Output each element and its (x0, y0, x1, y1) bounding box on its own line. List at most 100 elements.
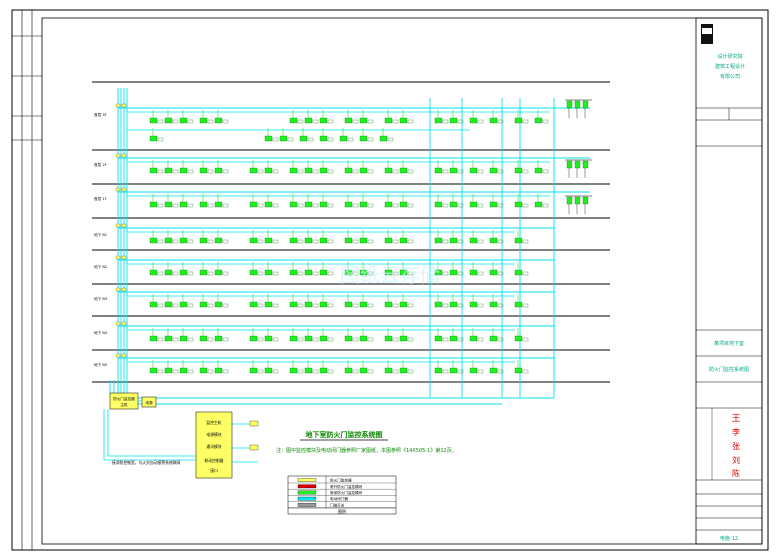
door-monitor-module (264, 360, 279, 374)
door-monitor-module (164, 110, 179, 124)
legend-text: 防火门监控器 (330, 478, 352, 483)
door-monitor-module (449, 262, 464, 276)
floor-lines (92, 81, 610, 383)
door-monitor-module (434, 230, 449, 244)
door-monitor-module (214, 110, 229, 124)
door-monitor-module (264, 328, 279, 342)
door-monitor-module (434, 110, 449, 124)
door-monitor-module (164, 360, 179, 374)
door-monitor-module (344, 160, 359, 174)
door-monitor-module (304, 230, 319, 244)
door-monitor-module (384, 262, 399, 276)
door-monitor-module (214, 328, 229, 342)
door-monitor-module (164, 230, 179, 244)
door-monitor-module (344, 230, 359, 244)
door-monitor-module (289, 262, 304, 276)
door-monitor-module (199, 160, 214, 174)
door-monitor-module (359, 230, 374, 244)
watermark: 图纸云存储 (340, 263, 440, 287)
door-monitor-module (289, 230, 304, 244)
door-monitor-module (214, 160, 229, 174)
door-monitor-module (214, 360, 229, 374)
door-monitor-module (384, 294, 399, 308)
floor-label: 首层 3F (94, 112, 107, 117)
door-monitor-module (149, 128, 164, 142)
door-monitor-module (344, 328, 359, 342)
door-monitor-module (489, 230, 504, 244)
door-monitor-module (434, 360, 449, 374)
door-monitor-module (199, 110, 214, 124)
door-monitor-module (199, 230, 214, 244)
door-monitor-module (489, 194, 504, 208)
door-monitor-module (249, 294, 264, 308)
door-monitor-module (399, 110, 414, 124)
door-monitor-module (249, 160, 264, 174)
bus-lines (109, 88, 590, 405)
door-monitor-module (449, 328, 464, 342)
module-1: 监控主机 (206, 420, 221, 425)
door-monitor-module (319, 328, 334, 342)
legend-symbol (297, 496, 317, 501)
door-monitor-module (534, 194, 549, 208)
door-monitor-module (514, 328, 529, 342)
door-monitor-module (264, 194, 279, 208)
door-monitor-module (384, 230, 399, 244)
door-monitor-module (319, 230, 334, 244)
door-monitor-module (304, 360, 319, 374)
legend-text: 常闭防火门监控模块 (330, 490, 363, 495)
door-monitor-module (304, 262, 319, 276)
legend-text: 电动闭门器 (330, 496, 348, 501)
door-monitor-module (289, 328, 304, 342)
door-monitor-module (149, 110, 164, 124)
controller-side-box (141, 396, 157, 408)
door-monitor-module (469, 360, 484, 374)
door-monitor-module (359, 160, 374, 174)
door-monitor-module (149, 360, 164, 374)
module-3: 通讯模块 (206, 444, 221, 449)
floor-label: 首层 1F (94, 196, 107, 201)
door-monitor-module (164, 160, 179, 174)
door-monitor-module (399, 328, 414, 342)
door-monitor-module (319, 110, 334, 124)
door-monitor-module (384, 160, 399, 174)
door-monitor-module (359, 328, 374, 342)
project-name: 某项目地下室 (714, 340, 744, 347)
door-monitor-module (344, 110, 359, 124)
door-monitor-module (449, 294, 464, 308)
title-block: 设计研究院 建筑工程设计 有限公司 某项目地下室 防火门监控系统图 王 李 张 … (695, 17, 763, 545)
door-monitor-module (299, 128, 314, 142)
door-monitor-module (249, 360, 264, 374)
floor-label: 地下 B4 (94, 330, 108, 335)
legend-symbol (297, 484, 317, 489)
door-monitor-module (179, 230, 194, 244)
door-monitor-module (534, 110, 549, 124)
door-monitor-module (304, 194, 319, 208)
floor-label: 地下 B1 (94, 232, 107, 237)
door-monitor-module (264, 294, 279, 308)
device-symbols (149, 99, 592, 374)
door-monitor-module (304, 110, 319, 124)
door-monitor-module (399, 262, 414, 276)
door-monitor-module (514, 194, 529, 208)
company-line-3: 有限公司 (720, 73, 740, 80)
door-monitor-module (469, 328, 484, 342)
door-monitor-module (384, 360, 399, 374)
module-4: 联动控制器 (205, 458, 224, 463)
door-monitor-module (199, 262, 214, 276)
door-monitor-module (489, 160, 504, 174)
door-monitor-module (489, 328, 504, 342)
door-monitor-module (469, 230, 484, 244)
door-monitor-module (434, 294, 449, 308)
door-monitor-module (179, 328, 194, 342)
door-monitor-module (434, 328, 449, 342)
door-monitor-module (489, 110, 504, 124)
module-tail: 接口 (210, 468, 218, 473)
floor-label: 地下 B5 (94, 362, 107, 367)
door-monitor-module (344, 194, 359, 208)
door-monitor-module (399, 194, 414, 208)
bus-note: 接消防控制室，与火灾自动报警系统联网 (112, 460, 181, 465)
door-monitor-module (164, 328, 179, 342)
door-monitor-module (319, 128, 334, 142)
door-monitor-module (199, 194, 214, 208)
